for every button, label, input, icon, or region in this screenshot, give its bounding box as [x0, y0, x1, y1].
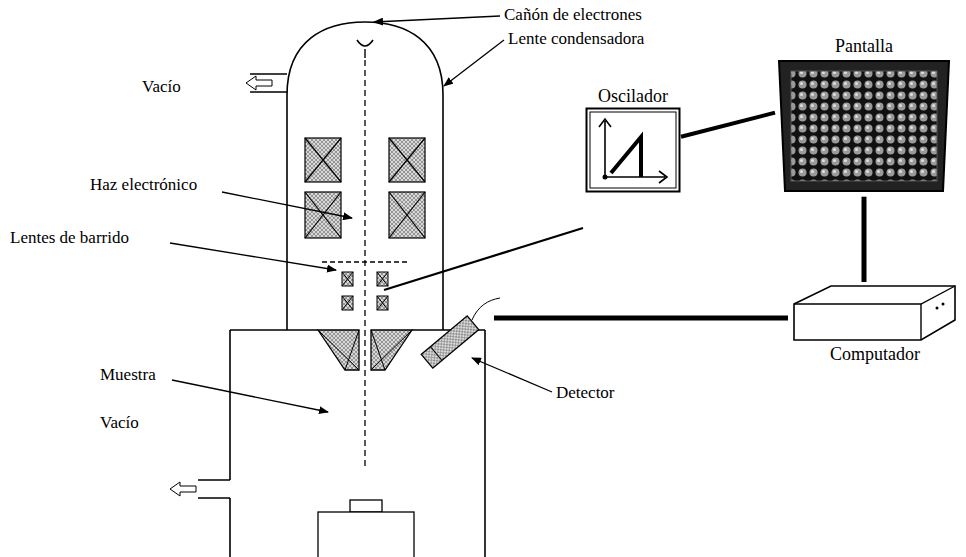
oscillator-box: Oscilador — [582, 86, 684, 193]
detector-label: Detector — [556, 384, 615, 403]
lens-label: Lente condensadora — [508, 30, 644, 49]
oscillator-shape — [585, 107, 681, 193]
vacuum-label: Vacío — [100, 414, 139, 433]
gun-label: Cañón de electrones — [504, 6, 642, 25]
node-label: Oscilador — [582, 86, 684, 107]
sample-label: Muestra — [100, 366, 156, 385]
node-label: Computador — [788, 344, 962, 365]
computer-shape — [791, 282, 959, 344]
node-label: Pantalla — [772, 36, 956, 57]
scan-lens-label: Lentes de barrido — [10, 229, 129, 248]
screen-shape — [775, 57, 953, 197]
vacuum-label: Vacío — [142, 78, 181, 97]
screen-display: Pantalla — [772, 36, 956, 197]
computer-box: Computador — [788, 282, 962, 365]
signal-cable — [681, 113, 775, 137]
beam-label: Haz electrónico — [90, 176, 197, 195]
signal-cable — [864, 197, 865, 282]
